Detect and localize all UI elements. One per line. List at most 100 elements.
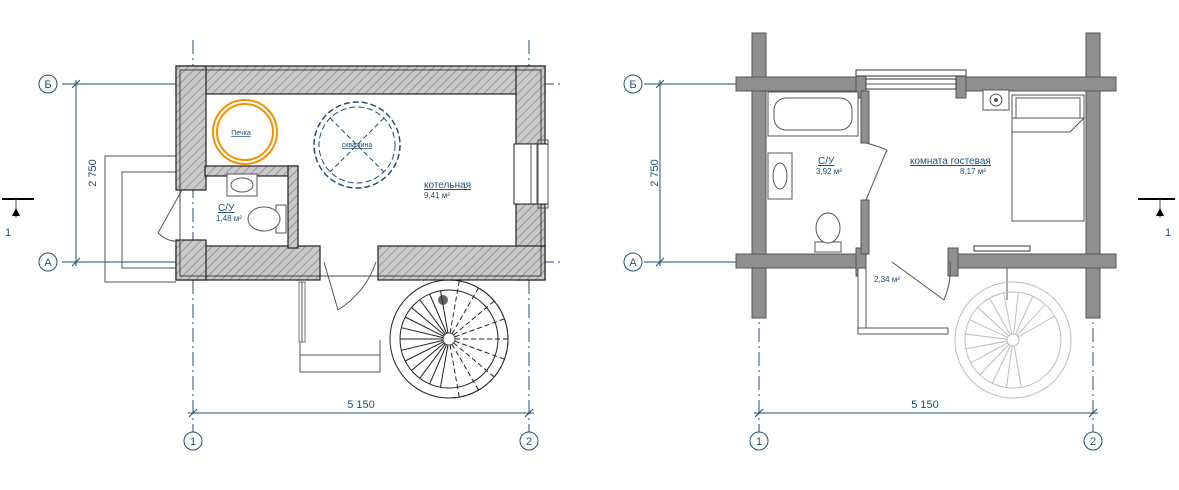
stair-tread [419, 299, 446, 335]
section-mark-right: 1 [1138, 198, 1175, 239]
stair-tread [451, 287, 479, 335]
axis-bubble-top-2: Б [623, 74, 643, 94]
room-area-wc-2: 3,92 м² [816, 167, 842, 176]
stair-tread [404, 316, 444, 337]
dimension-horizontal-2: 5 150 [754, 399, 1098, 418]
room-name-wc: С/У [218, 203, 235, 214]
dim-horizontal-label: 5 150 [347, 399, 375, 411]
stair-tread [1013, 292, 1019, 335]
stair-tread [451, 343, 479, 391]
room-area-balcony: 2,34 м² [874, 275, 900, 284]
axis-bubble-right-2: 2 [1083, 431, 1103, 451]
room-name-wc-2: С/У [818, 156, 835, 167]
stair-tread [969, 319, 1008, 338]
stair-tread [429, 293, 448, 334]
bathtub [767, 91, 859, 137]
stair-tread [454, 318, 505, 338]
dim-vertical-label-2: 2 750 [649, 159, 661, 187]
stair-tread [1005, 345, 1013, 388]
stair-tread [1013, 345, 1022, 388]
stair-tread [449, 344, 460, 398]
log-walls [735, 32, 1117, 319]
stair-tread [429, 344, 448, 385]
axis-bubble-bottom-2: А [623, 252, 643, 272]
dimension-vertical-2: 2 750 [649, 79, 665, 267]
room-name-guest: комната гостевая [910, 156, 991, 167]
toilet-2 [814, 212, 842, 253]
spiral-stair-2 [954, 281, 1072, 399]
dim-vertical-label: 2 750 [87, 159, 99, 187]
room-area-wc: 1,48 м² [216, 214, 242, 223]
toilet [247, 204, 287, 234]
axis-bubble-right: 2 [519, 431, 539, 451]
tank-label: скважина [342, 142, 373, 149]
section-label: 1 [5, 227, 11, 239]
window-right [513, 139, 549, 209]
axis-bubble-top: Б [38, 74, 58, 94]
plan-attic-floor: 2 750 5 150 Б А 1 2 1 [623, 32, 1175, 451]
radiator [973, 245, 1031, 252]
stair-tread [404, 341, 444, 362]
stair-tread [991, 345, 1011, 384]
stair-tread [439, 290, 449, 334]
stair-tread [411, 307, 445, 336]
porch-railing [298, 281, 306, 343]
stair-tread [1016, 304, 1046, 336]
bed [1011, 94, 1086, 222]
stair-tread [977, 306, 1009, 337]
svg-text:Б: Б [44, 79, 51, 91]
spiral-stair [389, 279, 509, 399]
room-area-guest: 8,17 м² [960, 167, 986, 176]
dim-horizontal-label-2: 5 150 [911, 399, 939, 411]
stair-tread [979, 344, 1010, 376]
stair-tread [439, 344, 449, 388]
stair-tread [454, 340, 505, 360]
svg-text:1: 1 [190, 436, 196, 448]
stair-tread [453, 342, 495, 378]
stair-tread [970, 342, 1008, 364]
window-top [855, 69, 967, 90]
axis-bubble-bottom: А [38, 252, 58, 272]
svg-text:1: 1 [756, 436, 762, 448]
stove-label: Печка [231, 130, 251, 137]
svg-text:2: 2 [1090, 436, 1096, 448]
stair-tread [411, 342, 445, 371]
door-balcony [891, 261, 951, 301]
section-label-2: 1 [1165, 227, 1171, 239]
stair-tread [419, 343, 446, 379]
section-mark-left: 1 [2, 198, 34, 239]
stair-tread [401, 339, 444, 351]
room-area-boiler: 9,41 м² [424, 191, 450, 200]
fan-icon [982, 89, 1010, 111]
walls-ground [175, 65, 546, 281]
stove: Печка [212, 99, 278, 165]
stair-tread [453, 300, 495, 336]
stair-tread [401, 327, 444, 339]
svg-text:А: А [629, 257, 637, 269]
water-tank: скважина [313, 101, 401, 189]
axis-bubble-left: 1 [183, 431, 203, 451]
svg-text:Б: Б [629, 79, 636, 91]
svg-text:А: А [44, 257, 52, 269]
stair-tread [1015, 296, 1034, 335]
axis-lines [62, 40, 560, 432]
washbasin [226, 173, 258, 197]
dimension-horizontal: 5 150 [188, 399, 534, 418]
door-porch [323, 261, 377, 311]
svg-text:2: 2 [526, 436, 532, 448]
washbasin-2 [767, 152, 793, 200]
plan-ground-floor: 2 750 5 150 Б А 1 2 [2, 40, 560, 451]
stair-tread [1017, 315, 1055, 338]
dimension-vertical: 2 750 [71, 79, 99, 267]
door-bath [865, 142, 888, 201]
balcony [857, 267, 1008, 335]
stair-tread [965, 340, 1008, 350]
stair-tread [989, 297, 1011, 336]
stair-tread [1002, 292, 1013, 335]
axis-bubble-left-2: 1 [749, 431, 769, 451]
stair-tread [965, 333, 1008, 340]
stair-tread [449, 280, 460, 334]
room-name-boiler: котельная [424, 180, 471, 191]
door-entrance [157, 189, 183, 242]
